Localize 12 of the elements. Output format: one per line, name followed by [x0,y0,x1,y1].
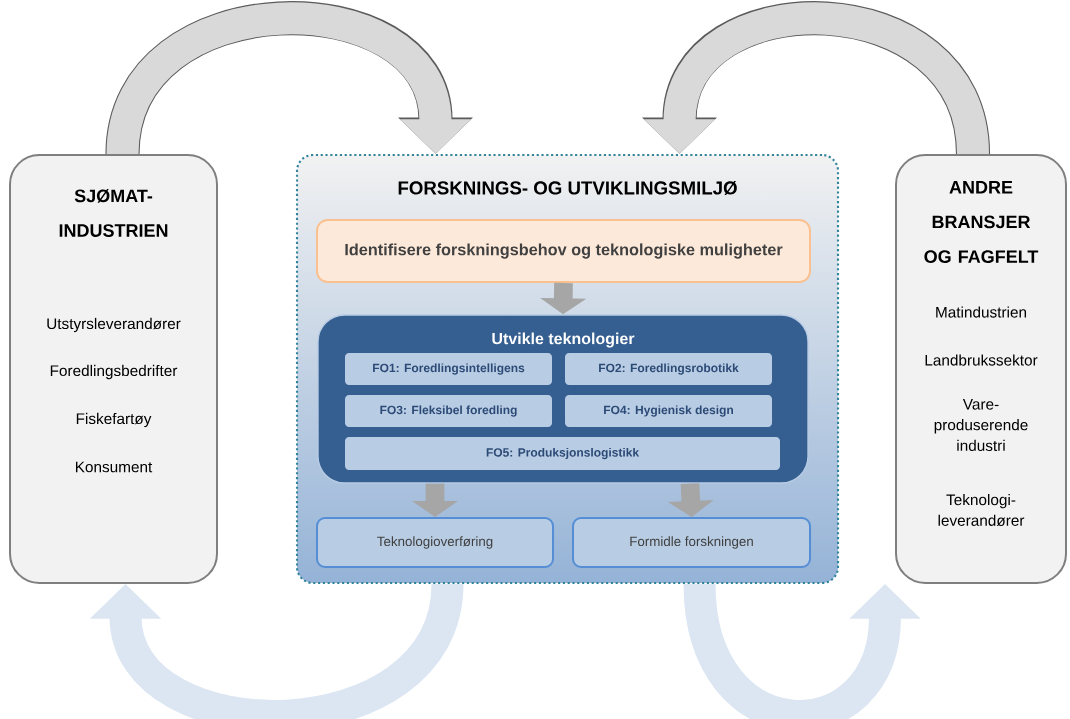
process-box: Identifisere forskningsbehov og teknologiske muligheter [316,219,811,283]
topic-box: FO4: Hygienisk design [565,395,772,427]
side-box: SJØMAT-INDUSTRIEN Utstyrsleverandører Foredlingsbedrifter Fiskefartøy Konsument [9,154,218,584]
arrow [89,581,464,719]
side-box: ANDRE BRANSJER OG FAGFELT Matindustrien Landbrukssektor Vare-produserende industri Teknologi-leverandører [895,154,1067,584]
output-box: Teknologioverføring [316,517,554,568]
topic-box: FO5: Produksjonslogistikk [345,437,780,470]
topic-box: FO1: Foredlingsintelligens [345,353,552,385]
topic-box: FO3: Fleksibel foredling [345,395,552,427]
output-box: Formidle forskningen [572,517,811,568]
arrow [105,1,473,157]
topic-box: FO2: Foredlingsrobotikk [565,353,772,385]
